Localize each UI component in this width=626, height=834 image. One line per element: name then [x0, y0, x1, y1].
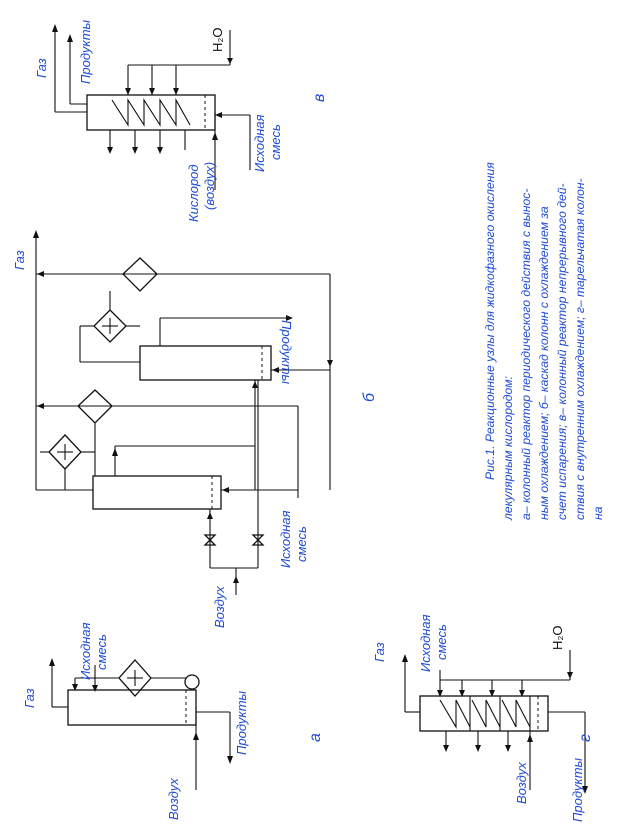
valve-b-1 — [203, 534, 217, 546]
loop-arrow-a — [72, 684, 78, 691]
riser-b1-arrow — [112, 448, 118, 456]
feed-arrow-a — [92, 685, 98, 692]
coolant-arrow-1-v — [125, 88, 131, 95]
caption-line-6: ствия с внутренним охлаждением; г– тарел… — [573, 178, 587, 520]
products-arrow-a — [227, 756, 233, 764]
feed-arrow-g-1 — [437, 690, 443, 697]
air-label-b: Воздух — [212, 586, 227, 628]
feed-label-g-2: смесь — [434, 624, 449, 660]
cooling-coil-v — [111, 97, 191, 127]
caption-line-5: счет испарения; в– колонный реактор непр… — [555, 183, 569, 520]
caption: Рис.1. Реакционные узлы для жидкофазного… — [483, 162, 605, 521]
feed-arrow-g-4 — [519, 690, 525, 697]
feed-arrow-g-3 — [489, 690, 495, 697]
panel-b: Газ Продукты Воздух Исходная смесь б — [12, 230, 378, 628]
coil-g-2 — [471, 699, 501, 728]
panel-g-letter: г — [577, 734, 594, 742]
heat-exchanger-a — [118, 659, 152, 697]
water-label-g: H₂O — [550, 625, 565, 650]
feed-arrow-v — [215, 112, 222, 118]
oxygen-arrow-v — [212, 132, 218, 140]
panel-b-letter: б — [361, 392, 378, 402]
products-arrow-b — [286, 315, 293, 321]
air-label-g: Воздух — [514, 762, 529, 804]
feed-label-b-2: смесь — [294, 526, 309, 562]
gas-arrow-b — [33, 230, 39, 238]
gas-label-g: Газ — [372, 642, 387, 662]
coolant-arrow-3-v — [173, 88, 179, 95]
water-arrow-g — [567, 672, 573, 679]
outlet-arrow-g-1 — [443, 745, 449, 752]
gas-label-v: Газ — [34, 58, 49, 78]
gas-arrow-b2 — [37, 271, 44, 277]
link-b-arrow — [252, 381, 258, 388]
caption-line-4: ным охлаждением; б– каскад колонн с охла… — [537, 206, 551, 520]
gas-arrow-v — [52, 24, 58, 32]
air-b1-arrow — [207, 512, 213, 519]
panel-a: Газ Исходная смесь Воздух Продукты а — [22, 622, 324, 820]
coil-g-3 — [501, 699, 531, 728]
water-label-v: H₂O — [210, 27, 225, 52]
feed-b-arrow — [222, 487, 229, 493]
products-label-a: Продукты — [234, 690, 249, 755]
column-v — [86, 94, 216, 131]
air-label-a: Воздух — [166, 778, 181, 820]
gas-label-b: Газ — [12, 250, 27, 270]
oxygen-label-v-2: (воздух) — [202, 162, 217, 210]
outlet-arrow-g-2 — [475, 745, 481, 752]
gas-label-a: Газ — [22, 688, 37, 708]
panel-a-letter: а — [307, 733, 324, 742]
air-arrow-g — [527, 734, 533, 742]
caption-line-7: на — [591, 506, 605, 520]
coolant-arrow-2-v — [149, 88, 155, 95]
outlet-arrow-g-3 — [505, 745, 511, 752]
panel-v-letter: в — [311, 94, 328, 102]
feed-label-a-2: смесь — [94, 634, 109, 670]
return-b-arrow2 — [272, 367, 279, 373]
panel-g: Газ Исходная смесь H₂O Воздух Продукты г — [372, 614, 594, 822]
feed-arrow-g-2 — [459, 690, 465, 697]
air-arrow-b — [233, 576, 239, 583]
outlet-arrow-1-v — [107, 147, 113, 154]
feed-label-b-1: Исходная — [278, 510, 293, 568]
products-label-v: Продукты — [78, 19, 93, 84]
feed-label-v-2: смесь — [268, 124, 283, 160]
products-label-g: Продукты — [570, 757, 585, 822]
column-b-2 — [139, 345, 272, 381]
separator-b-2 — [122, 257, 158, 292]
outlet-arrow-2-v — [132, 147, 138, 154]
valve-b-2 — [251, 534, 265, 546]
gas-arrow-g — [402, 654, 408, 662]
condenser-b-2 — [93, 309, 127, 343]
caption-line-2: лекулярным кислородом: — [501, 376, 515, 521]
column-g — [419, 695, 549, 732]
feed-label-g-1: Исходная — [418, 614, 433, 672]
column-a — [67, 689, 197, 726]
caption-line-1: Рис.1. Реакционные узлы для жидкофазного… — [483, 162, 497, 480]
air-arrow-a — [193, 732, 199, 740]
feed-label-a-1: Исходная — [78, 622, 93, 680]
feed-label-v-1: Исходная — [252, 114, 267, 172]
caption-line-3: а– колонный реактор периодического дейст… — [519, 189, 533, 520]
water-arrow-v — [227, 58, 233, 64]
gas-arrow-a — [49, 658, 55, 666]
products-label-b: Продукты — [279, 320, 294, 385]
coil-g-1 — [439, 699, 471, 730]
products-arrow-v — [67, 34, 73, 42]
column-b-1 — [92, 475, 222, 510]
pump-a — [184, 674, 200, 690]
outlet-arrow-3-v — [157, 147, 163, 154]
products-arrow-g — [582, 786, 588, 794]
panel-v: Газ Продукты H₂O Кислород (воздух) Исход… — [34, 19, 328, 222]
return-b-arrow — [327, 360, 333, 367]
gas-arrow-b1 — [37, 403, 44, 409]
oxygen-label-v-1: Кислород — [186, 164, 201, 222]
